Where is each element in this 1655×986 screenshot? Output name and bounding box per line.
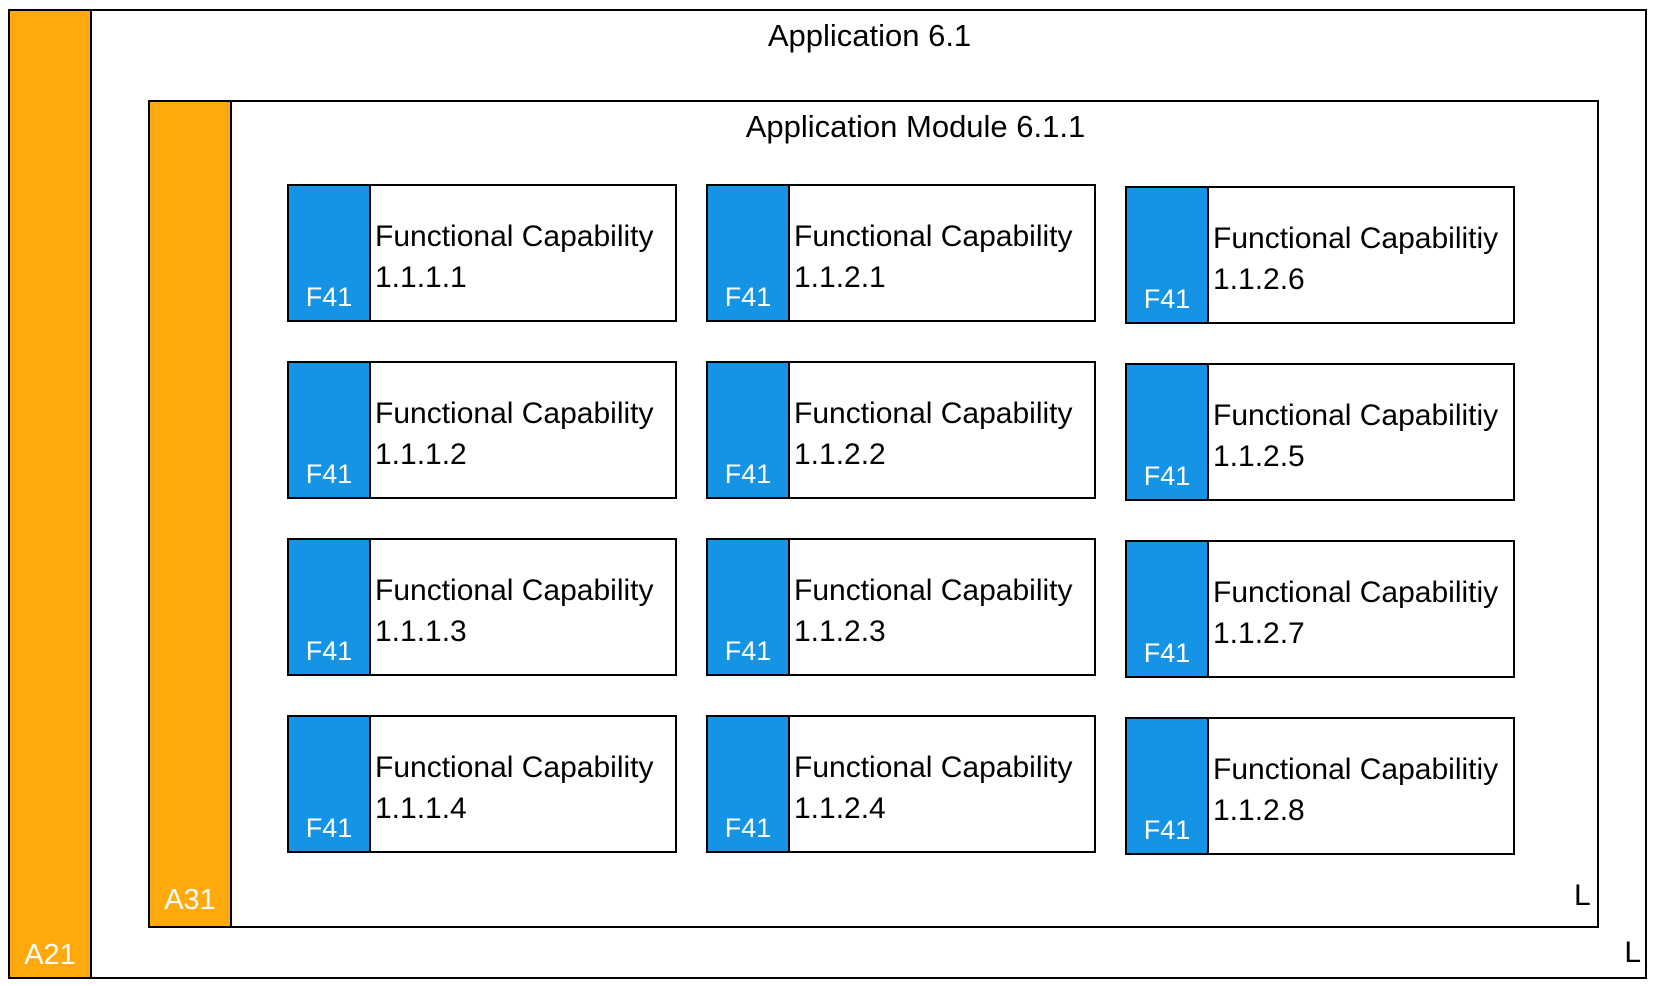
module-corner-mark: L: [1574, 879, 1591, 912]
capability-name: Functional Capabilitiy: [1213, 399, 1499, 432]
capability-tag: F41: [305, 636, 353, 666]
capability-label: Functional Capabilitiy 1.1.2.8: [1213, 749, 1509, 831]
capability-tag: F41: [305, 282, 353, 312]
capability-label: Functional Capability 1.1.1.3: [375, 570, 671, 652]
capability-stripe: [708, 186, 790, 320]
capability-label: Functional Capability 1.1.2.4: [794, 747, 1090, 829]
capability-card[interactable]: F41 Functional Capability 1.1.2.1: [706, 184, 1096, 322]
capability-id: 1.1.1.4: [375, 792, 467, 825]
capability-id: 1.1.2.8: [1213, 794, 1305, 827]
capability-card[interactable]: F41 Functional Capability 1.1.1.3: [287, 538, 677, 676]
capability-tag: F41: [1143, 461, 1191, 491]
capability-tag: F41: [724, 813, 772, 843]
capability-card[interactable]: F41 Functional Capabilitiy 1.1.2.7: [1125, 540, 1515, 678]
application-stripe: [8, 9, 92, 979]
capability-tag: F41: [305, 813, 353, 843]
capability-tag: F41: [724, 282, 772, 312]
capability-label: Functional Capability 1.1.2.1: [794, 216, 1090, 298]
capability-tag: F41: [1143, 284, 1191, 314]
capability-name: Functional Capabilitiy: [1213, 753, 1499, 786]
capability-id: 1.1.2.5: [1213, 440, 1305, 473]
capability-label: Functional Capabilitiy 1.1.2.6: [1213, 218, 1509, 300]
capability-stripe: [289, 363, 371, 497]
capability-name: Functional Capability: [375, 220, 654, 253]
capability-tag: F41: [724, 636, 772, 666]
capability-name: Functional Capability: [375, 397, 654, 430]
capability-label: Functional Capabilitiy 1.1.2.7: [1213, 572, 1509, 654]
capability-id: 1.1.2.3: [794, 615, 886, 648]
capability-label: Functional Capability 1.1.1.2: [375, 393, 671, 475]
capability-stripe: [1127, 542, 1209, 676]
capability-label: Functional Capability 1.1.2.3: [794, 570, 1090, 652]
capability-stripe: [289, 186, 371, 320]
capability-card[interactable]: F41 Functional Capability 1.1.1.1: [287, 184, 677, 322]
capability-name: Functional Capability: [375, 574, 654, 607]
capability-card[interactable]: F41 Functional Capabilitiy 1.1.2.8: [1125, 717, 1515, 855]
application-title: Application 6.1: [767, 18, 972, 53]
capability-card[interactable]: F41 Functional Capability 1.1.2.4: [706, 715, 1096, 853]
capability-id: 1.1.2.2: [794, 438, 886, 471]
capability-tag: F41: [1143, 815, 1191, 845]
capability-id: 1.1.1.3: [375, 615, 467, 648]
capability-label: Functional Capability 1.1.1.1: [375, 216, 671, 298]
capability-label: Functional Capabilitiy 1.1.2.5: [1213, 395, 1509, 477]
capability-name: Functional Capabilitiy: [1213, 222, 1499, 255]
capability-name: Functional Capability: [794, 220, 1073, 253]
capability-stripe: [708, 363, 790, 497]
capability-name: Functional Capability: [794, 397, 1073, 430]
capability-name: Functional Capability: [794, 574, 1073, 607]
application-corner-mark: L: [1624, 936, 1641, 969]
capability-name: Functional Capability: [794, 751, 1073, 784]
capability-card[interactable]: F41 Functional Capability 1.1.2.3: [706, 538, 1096, 676]
capability-card[interactable]: F41 Functional Capabilitiy 1.1.2.5: [1125, 363, 1515, 501]
capability-label: Functional Capability 1.1.1.4: [375, 747, 671, 829]
capability-id: 1.1.2.4: [794, 792, 886, 825]
capability-stripe: [289, 717, 371, 851]
capability-id: 1.1.2.1: [794, 261, 886, 294]
capability-card[interactable]: F41 Functional Capability 1.1.1.2: [287, 361, 677, 499]
capability-tag: F41: [305, 459, 353, 489]
capability-id: 1.1.1.1: [375, 261, 467, 294]
capability-label: Functional Capability 1.1.2.2: [794, 393, 1090, 475]
capability-stripe: [1127, 188, 1209, 322]
capability-stripe: [708, 540, 790, 674]
capability-id: 1.1.1.2: [375, 438, 467, 471]
module-tag: A31: [164, 884, 216, 916]
module-stripe: [148, 100, 232, 928]
capability-stripe: [1127, 365, 1209, 499]
capability-card[interactable]: F41 Functional Capability 1.1.2.2: [706, 361, 1096, 499]
capability-tag: F41: [1143, 638, 1191, 668]
capability-name: Functional Capability: [375, 751, 654, 784]
capability-name: Functional Capabilitiy: [1213, 576, 1499, 609]
capability-stripe: [289, 540, 371, 674]
capability-id: 1.1.2.7: [1213, 617, 1305, 650]
capability-stripe: [1127, 719, 1209, 853]
capability-id: 1.1.2.6: [1213, 263, 1305, 296]
capability-card[interactable]: F41 Functional Capability 1.1.1.4: [287, 715, 677, 853]
application-tag: A21: [24, 939, 76, 971]
module-title: Application Module 6.1.1: [745, 109, 1086, 144]
capability-card[interactable]: F41 Functional Capabilitiy 1.1.2.6: [1125, 186, 1515, 324]
capability-stripe: [708, 717, 790, 851]
capability-tag: F41: [724, 459, 772, 489]
